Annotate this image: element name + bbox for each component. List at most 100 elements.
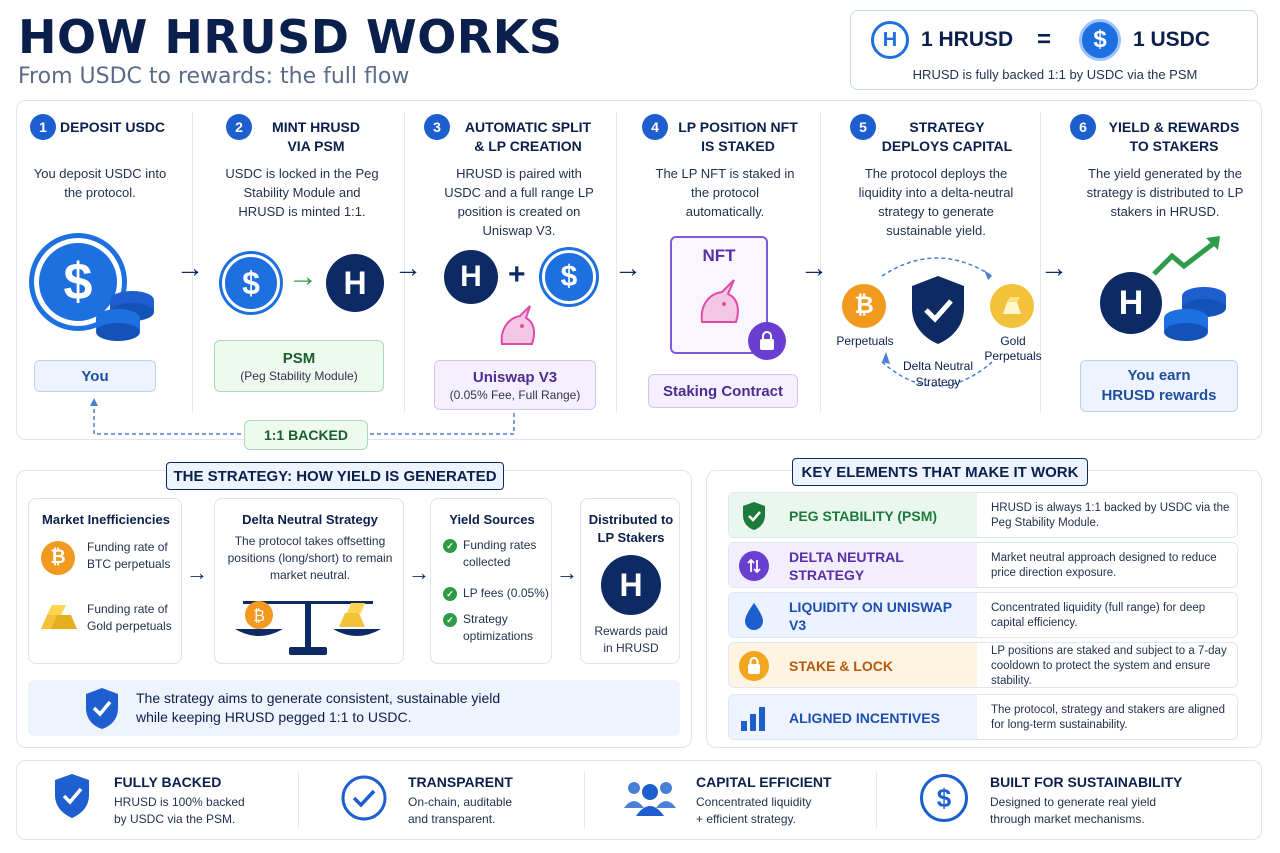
- bitcoin-icon: ₿: [41, 541, 75, 575]
- peg-right: 1 USDC: [1133, 28, 1211, 51]
- footer-transparent-l1: On-chain, auditable: [408, 795, 513, 809]
- droplet-icon: [745, 603, 763, 630]
- step-3-number: 3: [424, 114, 450, 140]
- bitcoin-icon: ₿: [842, 284, 886, 328]
- footer-sustainability-l2: through market mechanisms.: [990, 812, 1145, 826]
- check-icon: ✓: [443, 539, 457, 553]
- step-6-title-l1: YIELD & REWARDS: [1108, 119, 1240, 135]
- delta-title: Delta Neutral Strategy: [242, 512, 378, 527]
- hrusd-icon: H: [1100, 272, 1162, 334]
- unicorn-icon: [500, 305, 535, 345]
- step-4-title-l1: LP POSITION NFT: [678, 119, 798, 135]
- step-3-title: AUTOMATIC SPLIT& LP CREATION: [448, 118, 608, 156]
- step-4-title-l2: IS STAKED: [701, 138, 775, 154]
- footer-title-backed: FULLY BACKED: [114, 774, 222, 790]
- step-6-title: YIELD & REWARDS TO STAKERS: [1096, 118, 1252, 156]
- distributed-note-l1: Rewards paid: [594, 624, 668, 638]
- up-down-arrows-icon: [739, 551, 769, 581]
- yield-item-1: Funding rates collected: [463, 538, 537, 569]
- arrow-icon: →: [288, 260, 318, 293]
- key-desc-stake: LP positions are staked and subject to a…: [991, 644, 1227, 687]
- footer-efficient-l1: Concentrated liquidity: [696, 795, 812, 809]
- check-circle-icon: [341, 775, 387, 821]
- usdc-icon: $: [542, 250, 596, 304]
- check-icon: ✓: [443, 587, 457, 601]
- rewards-pill-l2: HRUSD rewards: [1101, 387, 1217, 404]
- uniswap-pill-label: Uniswap V3: [472, 368, 558, 386]
- step-2-desc: USDC is locked in the Peg Stability Modu…: [225, 166, 379, 219]
- step-2-title-l1: MINT HRUSD: [272, 119, 360, 135]
- footer-backed-l2: by USDC via the PSM.: [114, 812, 236, 826]
- footer-text-backed: HRUSD is 100% backed by USDC via the PSM.: [114, 794, 245, 828]
- hrusd-icon: H: [601, 555, 661, 615]
- market-card: Market Inefficiencies ₿ Funding rate of …: [28, 498, 182, 664]
- distributed-title-l2: LP Stakers: [597, 530, 665, 545]
- usdc-icon: $: [1079, 19, 1121, 61]
- key-row-highlight: [729, 543, 977, 587]
- footer-efficient-l2: + efficient strategy.: [696, 812, 796, 826]
- yield-item-2: LP fees (0.05%): [463, 586, 549, 600]
- divider: [404, 112, 405, 412]
- uniswap-pill: Uniswap V3(0.05% Fee, Full Range): [434, 360, 596, 410]
- usdc-icon: $: [222, 254, 280, 312]
- arrow-icon: →: [394, 252, 422, 283]
- staking-contract-pill: Staking Contract: [648, 374, 798, 408]
- step-2-title-l2: VIA PSM: [287, 138, 345, 154]
- key-row-stake: STAKE & LOCK LP positions are staked and…: [728, 642, 1238, 688]
- key-desc-incentives: The protocol, strategy and stakers are a…: [991, 704, 1225, 731]
- step-3-title-l1: AUTOMATIC SPLIT: [464, 119, 592, 135]
- key-label-stake: STAKE & LOCK: [789, 658, 893, 674]
- delta-card: Delta Neutral Strategy The protocol take…: [214, 498, 404, 664]
- shield-icon: [55, 774, 89, 818]
- arrow-icon: →: [176, 252, 204, 283]
- step-2-number: 2: [226, 114, 252, 140]
- users-icon: [624, 782, 676, 816]
- uniswap-pill-sub: (0.05% Fee, Full Range): [449, 387, 581, 402]
- arrow-icon: →: [186, 560, 208, 585]
- bar-chart-icon: [741, 707, 765, 731]
- yield-title: Yield Sources: [449, 512, 535, 527]
- footer-backed-l1: HRUSD is 100% backed: [114, 795, 245, 809]
- psm-pill-sub: (Peg Stability Module): [240, 368, 358, 383]
- check-icon: ✓: [443, 613, 457, 627]
- key-row-highlight: [729, 695, 977, 739]
- step-2-title: MINT HRUSD VIA PSM: [246, 118, 386, 156]
- shield-check-icon: [743, 502, 765, 530]
- peg-equals: =: [1037, 26, 1052, 53]
- step-5-title-l2: DEPLOYS CAPITAL: [881, 138, 1013, 154]
- hrusd-icon: H: [326, 254, 384, 312]
- delta-neutral-label-l1: Delta Neutral: [902, 359, 974, 373]
- divider: [1040, 112, 1041, 412]
- gold-label-l2: Perpetuals: [984, 349, 1042, 363]
- key-row-highlight: [729, 593, 977, 637]
- balance-scale-icon: ₿: [235, 601, 381, 655]
- delta-neutral-label-l2: Strategy: [915, 375, 961, 389]
- divider: [820, 112, 821, 412]
- delta-desc: The protocol takes offsetting positions …: [227, 534, 393, 582]
- you-pill: You: [34, 360, 156, 392]
- step-1-title: DEPOSIT USDC: [60, 119, 166, 135]
- coin-stack-icon: [96, 291, 154, 341]
- key-desc-delta: Market neutral approach designed to redu…: [991, 552, 1217, 579]
- backed-badge: 1:1 BACKED: [244, 420, 368, 450]
- step-6-title-l2: TO STAKERS: [1129, 138, 1219, 154]
- market-item-gold: Funding rate of Gold perpetuals: [87, 602, 172, 633]
- rewards-pill-l1: You earn: [1127, 367, 1191, 384]
- key-row-highlight: [729, 493, 977, 537]
- peg-box: H 1 HRUSD = $ 1 USDC HRUSD is fully back…: [850, 10, 1258, 90]
- arrow-icon: →: [800, 252, 828, 283]
- distributed-note-l2: in HRUSD: [603, 641, 659, 655]
- shield-icon: [912, 276, 964, 344]
- growth-arrow-icon: [1152, 236, 1220, 276]
- step-5-desc: The protocol deploys the liquidity into …: [858, 166, 1014, 238]
- page-title: HOW HRUSD WORKS: [18, 10, 563, 64]
- coin-stack-icon: [1164, 287, 1226, 341]
- gold-label-l1: Gold: [1000, 334, 1026, 348]
- key-row-delta: DELTA NEUTRAL STRATEGY Market neutral ap…: [728, 542, 1238, 588]
